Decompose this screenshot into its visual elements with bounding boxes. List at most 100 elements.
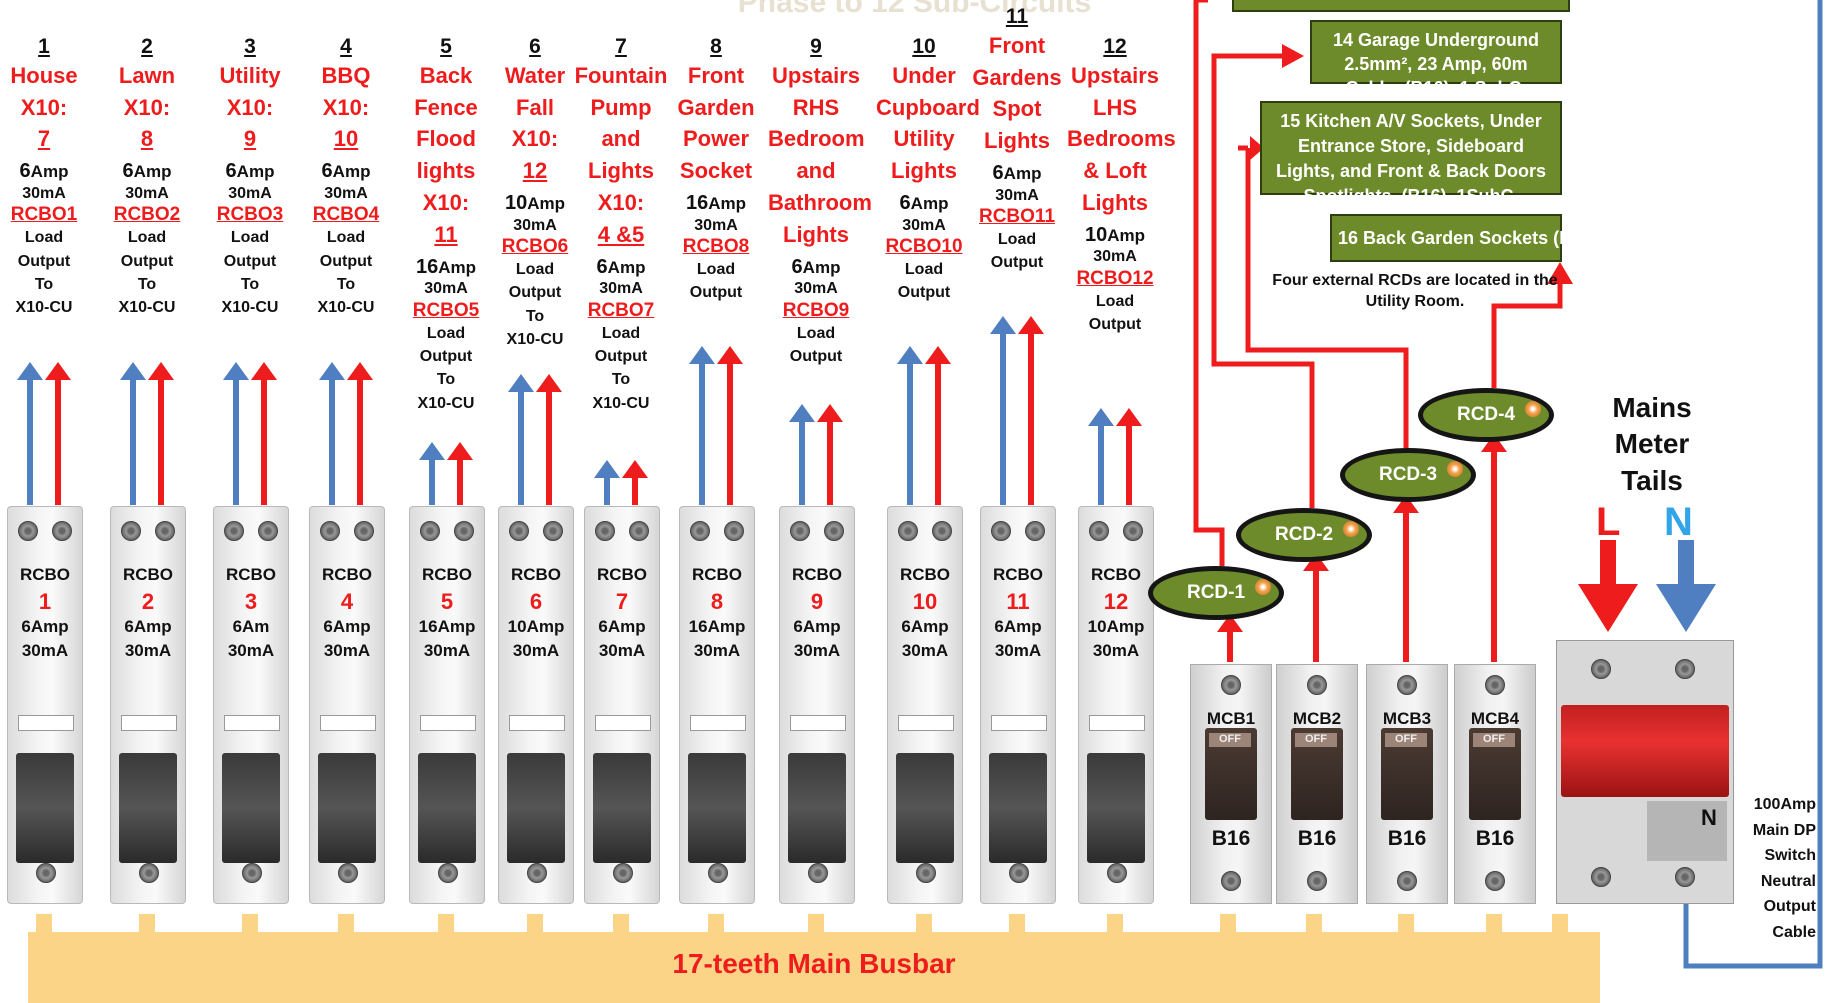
rcbo-8-screw	[724, 521, 744, 541]
circuit-5-name-line: Flood	[398, 123, 494, 155]
rcbo-4-screw	[320, 521, 340, 541]
circuit-8-name-line: Socket	[668, 155, 764, 187]
rcbo-10-screw	[898, 521, 918, 541]
rcbo-12-screw	[1123, 521, 1143, 541]
busbar-tooth	[139, 914, 155, 938]
circuit-8-name-line: Front	[668, 60, 764, 92]
circuit-11-name-line: Front	[969, 30, 1065, 62]
rcbo-6-screw	[543, 521, 563, 541]
mcb-1-off-label: OFF	[1209, 733, 1251, 747]
mcb-1: MCB1OFF B16	[1190, 664, 1272, 904]
rcbo-device-7: RCBO76Amp30mA	[584, 506, 660, 904]
circuit-11-name-line: Spot	[969, 93, 1065, 125]
circuit-12-name-line: Upstairs	[1067, 60, 1163, 92]
mcb-3-name: MCB3	[1367, 709, 1447, 729]
circuit-10-live-arrow-head	[925, 346, 951, 364]
circuit-4-ma: 30mA	[298, 184, 394, 204]
circuit-8-load-text: Load	[668, 258, 764, 281]
mains-live-arrow-head	[1578, 584, 1638, 632]
circuit-9-neutral-arrow-head	[789, 404, 815, 422]
circuit-11-rating-unit: Amp	[1004, 164, 1042, 183]
circuit-3-x10-code: 9	[202, 123, 298, 155]
rcbo-1-ma: 30mA	[8, 641, 82, 661]
rcbo-2-rating: 6Amp	[111, 617, 185, 637]
circuit-1-rating-value: 6	[20, 160, 31, 182]
circuit-3-name-line: Utility	[202, 60, 298, 92]
circuit-1-ma: 30mA	[0, 184, 92, 204]
rcbo-10-toggle	[896, 753, 954, 863]
rcbo-1-rating: 6Amp	[8, 617, 82, 637]
circuit-12-load-text: Output	[1067, 313, 1163, 336]
circuit-4-load-text: To	[298, 273, 394, 296]
rcbo-12-number: 12	[1079, 589, 1153, 615]
rcbo-12-screw	[1089, 521, 1109, 541]
rcbo-2-screw	[121, 521, 141, 541]
mcb-4-bottom-screw	[1485, 871, 1505, 891]
circuit-3-rcbo-name: RCBO3	[202, 203, 298, 226]
circuit-6-rating-unit: Amp	[527, 194, 565, 213]
busbar-tooth	[1398, 914, 1414, 938]
circuit-12-label: 12UpstairsLHSBedrooms& LoftLights10Amp30…	[1067, 34, 1163, 337]
circuit-1-name-line: X10:	[0, 92, 92, 124]
circuit-11-rating: 6Amp	[969, 161, 1065, 185]
rcbo-3-rating: 6Am	[214, 617, 288, 637]
mcb-2-name: MCB2	[1277, 709, 1357, 729]
circuit-2-load-text: To	[99, 273, 195, 296]
rcbo-7-rating: 6Amp	[585, 617, 659, 637]
rcbo-10-label: RCBO	[888, 565, 962, 585]
circuit-4-name-line: X10:	[298, 92, 394, 124]
circuit-6-rating-value: 10	[505, 192, 527, 214]
rcbo-3-toggle	[222, 753, 280, 863]
rcbo-10-rating: 6Amp	[888, 617, 962, 637]
rcbo-12-label: RCBO	[1079, 565, 1153, 585]
circuit-3-rating: 6Amp	[202, 159, 298, 183]
circuit-7-label: 7FountainPumpandLightsX10:4 &56Amp30mARC…	[573, 34, 669, 415]
mcb-1-name: MCB1	[1191, 709, 1271, 729]
rcbo-8-toggle	[688, 753, 746, 863]
circuit-7-name-line: X10:	[573, 187, 669, 219]
circuit-2-load-text: Output	[99, 250, 195, 273]
circuit-8-live-arrow-head	[717, 346, 743, 364]
circuit-3-rating-unit: Amp	[237, 162, 275, 181]
circuit-6-name-line: Fall	[487, 92, 583, 124]
circuit-5-name-line: lights	[398, 155, 494, 187]
circuit-7-live-arrow-head	[622, 460, 648, 478]
circuit-11-load-text: Load	[969, 228, 1065, 251]
rcbo-9-screw	[790, 521, 810, 541]
circuit-11-load-text: Output	[969, 251, 1065, 274]
rcbo-5-rating: 16Amp	[410, 617, 484, 637]
rcbo-12-toggle	[1087, 753, 1145, 863]
circuit-11-label: 11FrontGardensSpotLights6Amp30mARCBO11Lo…	[969, 4, 1065, 275]
busbar-tooth	[338, 914, 354, 938]
rcbo-1-toggle	[16, 753, 74, 863]
circuit-12-number: 12	[1067, 34, 1163, 60]
circuit-5-rating-unit: Amp	[438, 258, 476, 277]
mcb-2-rating: B16	[1277, 827, 1357, 851]
circuit-5-x10-code: 11	[398, 219, 494, 251]
rcbo-4-number: 4	[310, 589, 384, 615]
rcbo-7-bottom-screw	[613, 863, 633, 883]
circuit-8-name-line: Garden	[668, 92, 764, 124]
rcbo-8-brand-plate	[690, 715, 746, 731]
circuit-4-rating: 6Amp	[298, 159, 394, 183]
circuit-1-label: 1HouseX10:76Amp30mARCBO1LoadOutputToX10-…	[0, 34, 92, 319]
mcb-3: MCB3OFFB16	[1366, 664, 1448, 904]
circuit-12-name-line: Bedrooms	[1067, 123, 1163, 155]
circuit-10-number: 10	[876, 34, 972, 60]
rcbo-8-number: 8	[680, 589, 754, 615]
rcd-4: RCD-4	[1418, 388, 1554, 442]
mcb-2-bottom-screw	[1307, 871, 1327, 891]
circuit-5-name-line: Back	[398, 60, 494, 92]
circuit-3-live-arrow-head	[251, 362, 277, 380]
circuit-8-neutral-arrow-head	[689, 346, 715, 364]
circuit-12-neutral-arrow-head	[1088, 408, 1114, 426]
rcbo-5-number: 5	[410, 589, 484, 615]
circuit-5-load-text: To	[398, 368, 494, 391]
mcb-1-rating: B16	[1191, 827, 1271, 851]
busbar-tooth	[1107, 914, 1123, 938]
circuit-9-rcbo-name: RCBO9	[768, 299, 864, 322]
